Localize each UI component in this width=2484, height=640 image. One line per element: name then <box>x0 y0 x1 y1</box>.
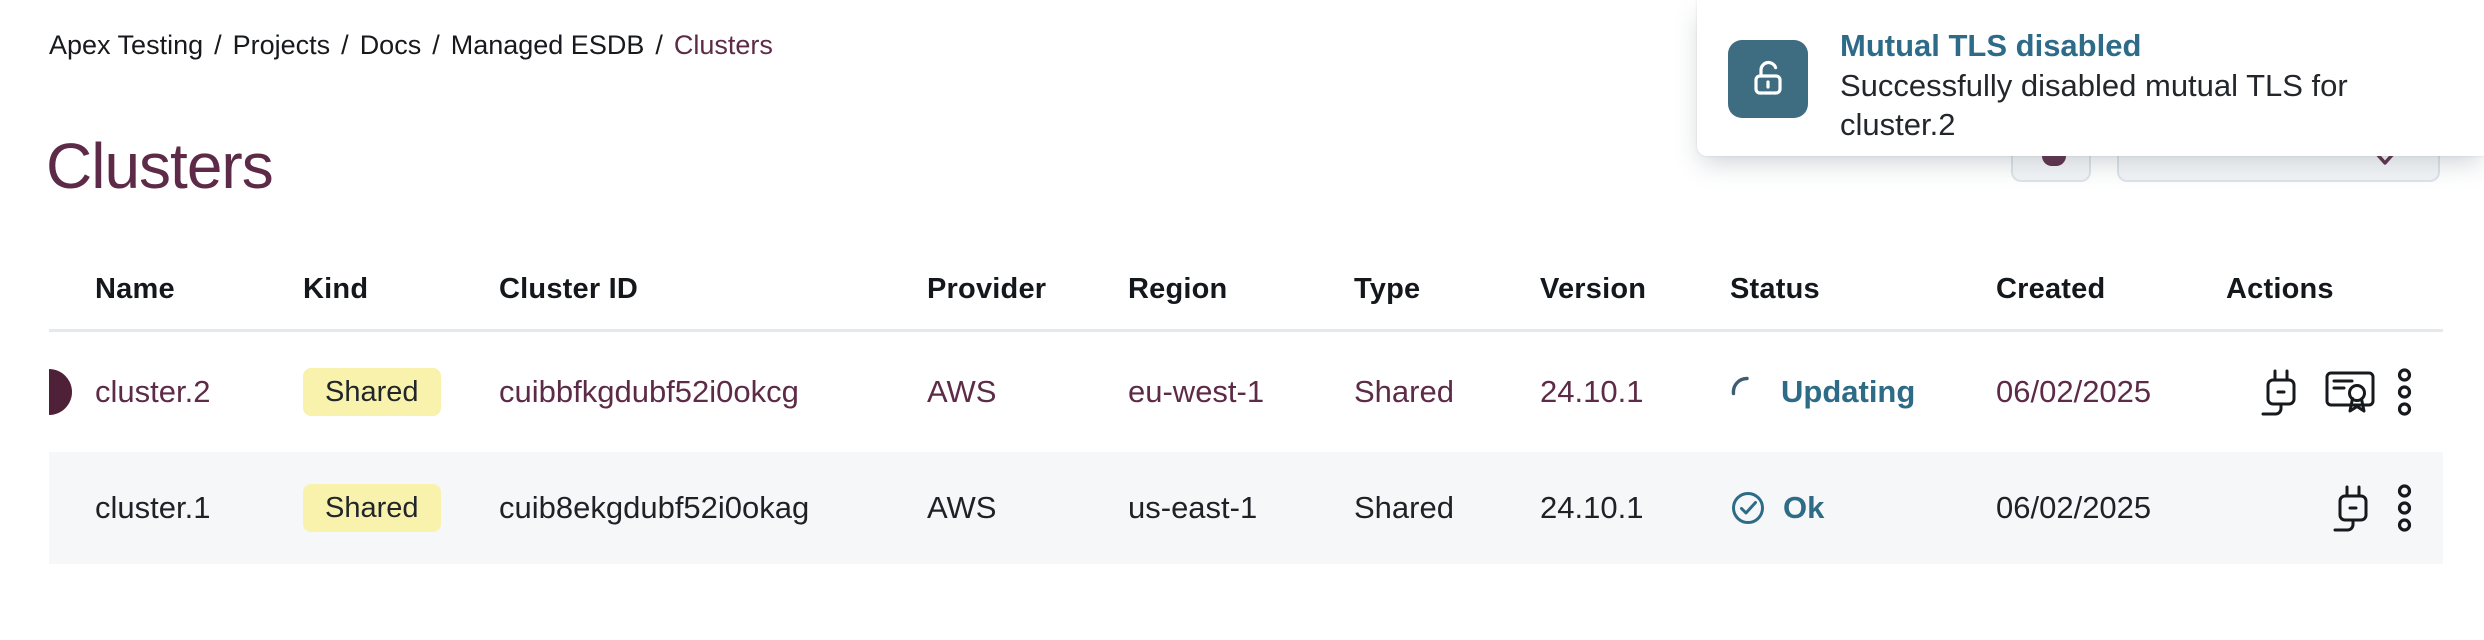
column-header-created: Created <box>1996 273 2106 305</box>
connect-icon[interactable] <box>2328 483 2376 534</box>
breadcrumb: Apex Testing / Projects / Docs / Managed ESDB /… <box>49 30 773 61</box>
version: 24.10.1 <box>1540 490 1644 525</box>
kind-cell: Shared <box>303 368 499 416</box>
created-date: 06/02/2025 <box>1996 490 2152 525</box>
kebab-menu-icon[interactable] <box>2396 483 2413 533</box>
page-title: Clusters <box>46 129 274 202</box>
status-cell: Ok <box>1730 490 1996 526</box>
status-label: Updating <box>1781 374 1916 409</box>
type: Shared <box>1354 374 1454 409</box>
status-cell: Updating <box>1730 374 1996 410</box>
region: us-east-1 <box>1128 490 1258 525</box>
breadcrumb-separator: / <box>214 30 222 60</box>
provider: AWS <box>927 490 997 525</box>
region: eu-west-1 <box>1128 374 1265 409</box>
table-header-row: Name Kind Cluster ID Provider Region Type Vers… <box>49 250 2443 332</box>
check-circle-icon <box>1730 490 1766 526</box>
provider: AWS <box>927 374 997 409</box>
breadcrumb-separator: / <box>655 30 663 60</box>
column-header-name: Name <box>95 273 175 305</box>
breadcrumb-link[interactable]: Projects <box>232 30 331 60</box>
actions-cell <box>2226 483 2443 534</box>
lock-open-icon <box>1728 40 1808 118</box>
kind-cell: Shared <box>303 484 499 532</box>
cluster-id: cuib8ekgdubf52i0okag <box>499 490 810 525</box>
column-header-provider: Provider <box>927 273 1047 305</box>
column-header-actions: Actions <box>2226 273 2334 305</box>
chevron-down-icon <box>2375 152 2395 165</box>
updating-row-marker <box>49 369 72 415</box>
column-header-status: Status <box>1730 273 1820 305</box>
breadcrumb-link[interactable]: Docs <box>359 30 422 60</box>
column-header-cluster-id: Cluster ID <box>499 273 638 305</box>
clusters-table: Name Kind Cluster ID Provider Region Type Vers… <box>49 250 2443 564</box>
spinner-icon <box>1730 375 1764 409</box>
breadcrumb-separator: / <box>432 30 440 60</box>
breadcrumb-link[interactable]: Managed ESDB <box>450 30 645 60</box>
column-header-kind: Kind <box>303 273 369 305</box>
cluster-name: cluster.1 <box>95 490 211 525</box>
certificate-icon[interactable] <box>2324 367 2376 417</box>
refresh-icon <box>2042 156 2066 166</box>
toast-title: Mutual TLS disabled <box>1840 28 2142 63</box>
table-row-cluster.1[interactable]: cluster.1 Shared cuib8ekgdubf52i0okag AWS us… <box>49 452 2443 564</box>
status-label: Ok <box>1783 490 1825 525</box>
table-row-cluster.2[interactable]: cluster.2 Shared cuibbfkgdubf52i0okcg AWS eu… <box>49 332 2443 452</box>
kind-badge: Shared <box>303 484 441 532</box>
actions-cell <box>2226 367 2443 418</box>
connect-icon[interactable] <box>2256 367 2304 418</box>
kebab-menu-icon[interactable] <box>2396 367 2413 417</box>
created-date: 06/02/2025 <box>1996 374 2152 409</box>
kind-badge: Shared <box>303 368 441 416</box>
cluster-id: cuibbfkgdubf52i0okcg <box>499 374 799 409</box>
breadcrumb-separator: / <box>341 30 349 60</box>
column-header-type: Type <box>1354 273 1421 305</box>
cluster-name: cluster.2 <box>95 374 211 409</box>
column-header-region: Region <box>1128 273 1228 305</box>
toast-message: Successfully disabled mutual TLS for clu… <box>1840 68 2348 142</box>
column-header-version: Version <box>1540 273 1647 305</box>
version: 24.10.1 <box>1540 374 1644 409</box>
breadcrumb-link[interactable]: Apex Testing <box>49 30 204 60</box>
type: Shared <box>1354 490 1454 525</box>
breadcrumb-current: Clusters <box>673 30 773 60</box>
toast-notification[interactable]: Mutual TLS disabled Successfully disable… <box>1697 0 2484 156</box>
